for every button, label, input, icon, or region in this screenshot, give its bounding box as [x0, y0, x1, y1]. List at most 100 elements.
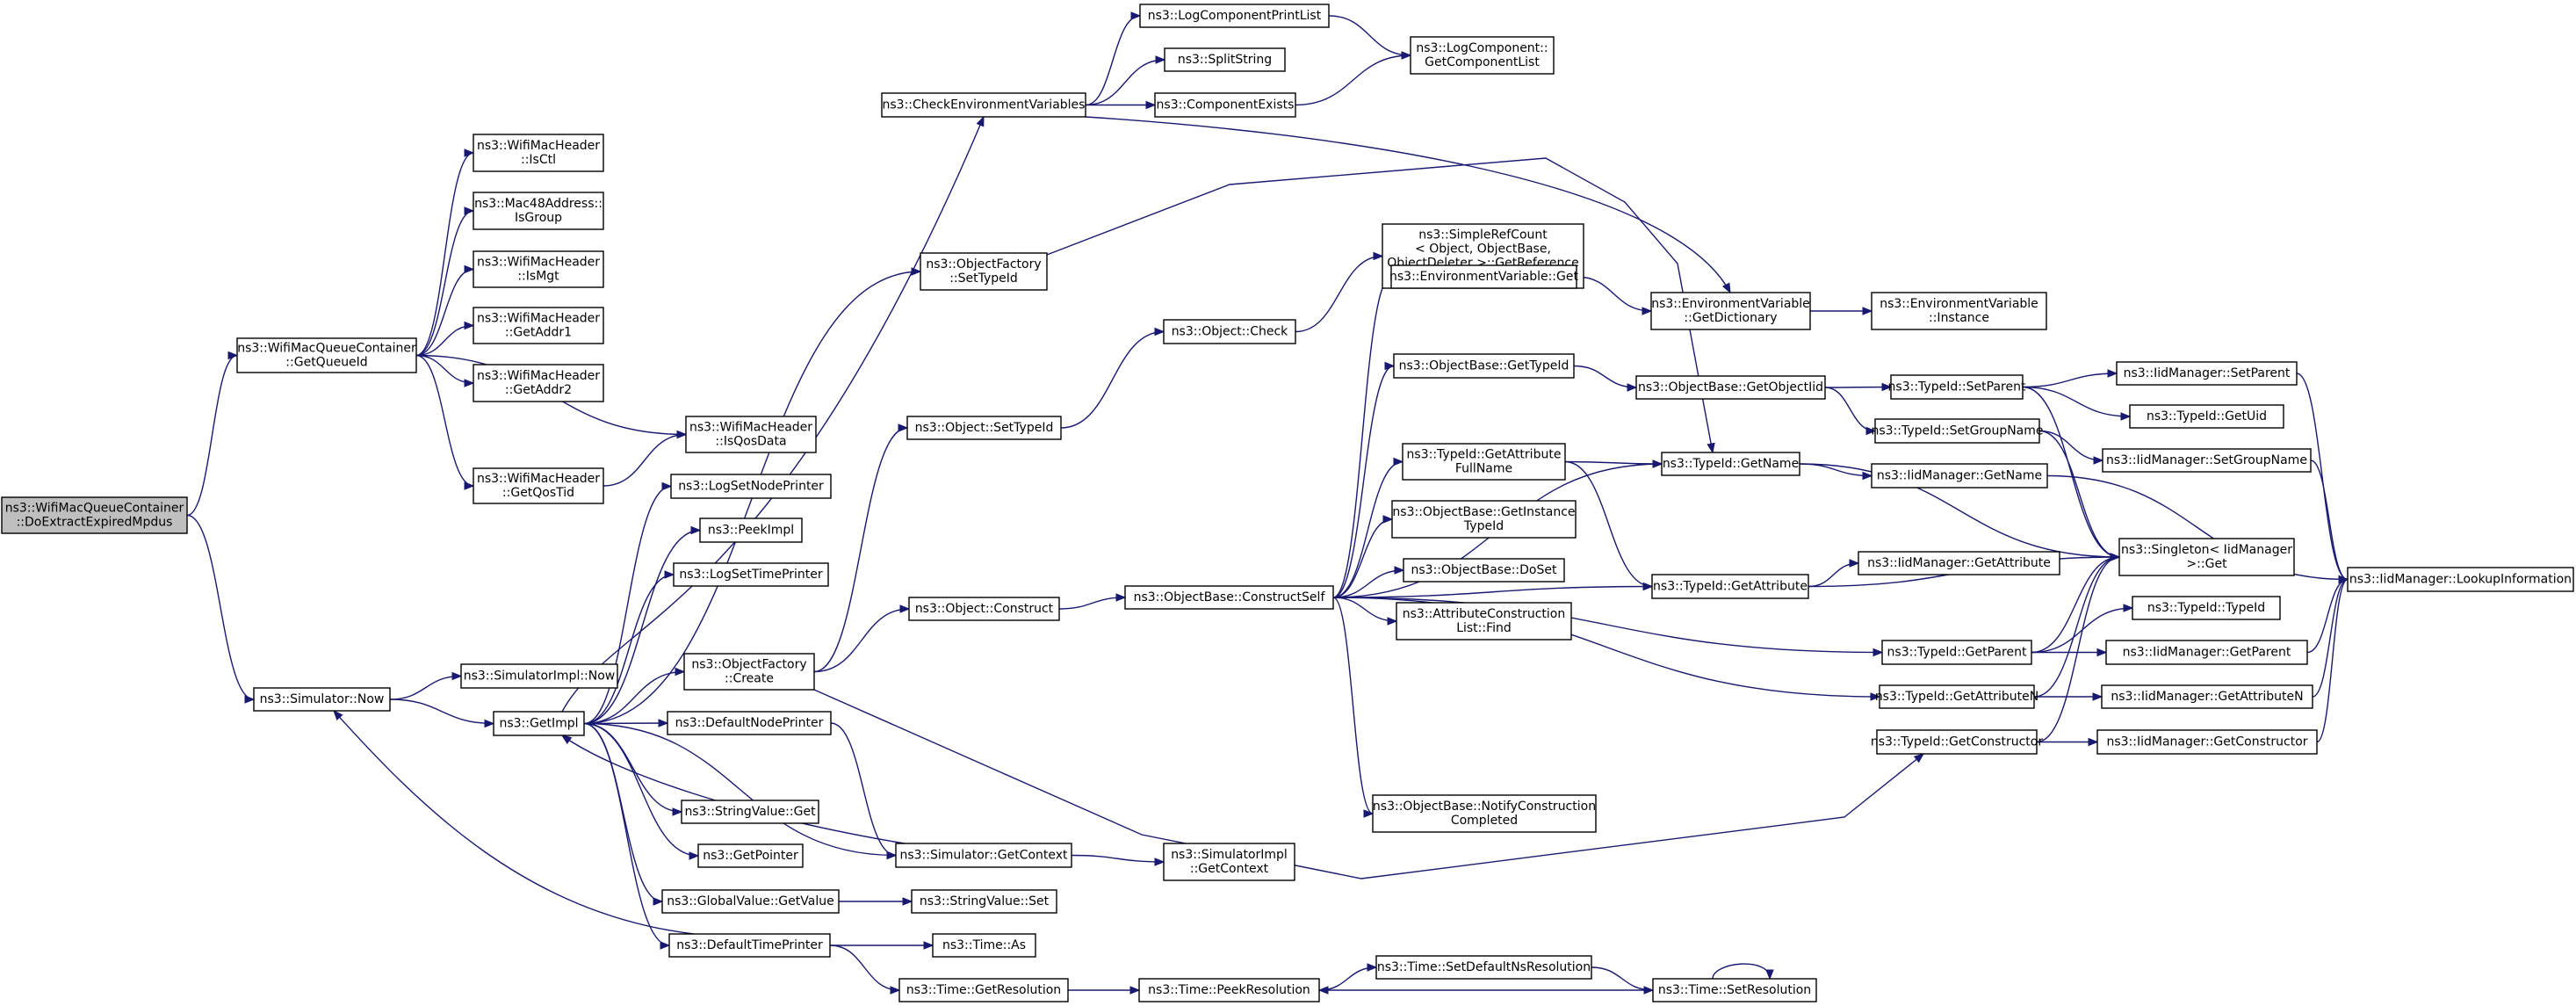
- node-box[interactable]: [253, 687, 391, 712]
- node-box[interactable]: [1403, 558, 1565, 583]
- node-box[interactable]: [685, 416, 817, 453]
- node-box[interactable]: [1871, 463, 2048, 489]
- node-box[interactable]: [1650, 292, 1811, 330]
- graph-node-stringValueSet[interactable]: ns3::StringValue::Set: [911, 889, 1057, 914]
- graph-node-getAddr1[interactable]: ns3::WifiMacHeader::GetAddr1: [473, 307, 604, 344]
- node-box[interactable]: [1124, 585, 1334, 610]
- graph-node-iidGetAttributeN[interactable]: ns3::IidManager::GetAttributeN: [2101, 684, 2313, 709]
- graph-node-isGroup[interactable]: ns3::Mac48Address::IsGroup: [473, 192, 604, 230]
- graph-node-iidGetParent[interactable]: ns3::IidManager::GetParent: [2105, 640, 2308, 665]
- graph-node-getPointer[interactable]: ns3::GetPointer: [697, 843, 804, 868]
- node-box[interactable]: [473, 307, 604, 344]
- graph-node-typeIdGetParent[interactable]: ns3::TypeId::GetParent: [1881, 640, 2032, 665]
- graph-node-typeIdGetName[interactable]: ns3::TypeId::GetName: [1661, 452, 1800, 476]
- graph-node-root[interactable]: ns3::WifiMacQueueContainer::DoExtractExp…: [1, 496, 188, 534]
- node-box[interactable]: [473, 250, 604, 288]
- node-box[interactable]: [667, 711, 832, 735]
- node-box[interactable]: [1890, 374, 2024, 400]
- node-box[interactable]: [2101, 684, 2313, 709]
- graph-node-objBaseConstructSelf[interactable]: ns3::ObjectBase::ConstructSelf: [1124, 585, 1334, 610]
- node-box[interactable]: [473, 192, 604, 230]
- graph-node-objFactorySetTypeId[interactable]: ns3::ObjectFactory::SetTypeId: [920, 252, 1048, 291]
- node-box[interactable]: [895, 843, 1072, 868]
- node-box[interactable]: [1390, 264, 1577, 289]
- node-box[interactable]: [1402, 443, 1566, 481]
- graph-node-isQosData[interactable]: ns3::WifiMacHeader::IsQosData: [685, 416, 817, 453]
- node-box[interactable]: [1138, 978, 1320, 1002]
- graph-node-iidLookupInformation[interactable]: ns3::IidManager::LookupInformation: [2347, 567, 2574, 592]
- graph-node-simImplNow[interactable]: ns3::SimulatorImpl::Now: [460, 663, 618, 689]
- graph-node-objectSetTypeId[interactable]: ns3::Object::SetTypeId: [906, 416, 1062, 440]
- node-box[interactable]: [1, 496, 188, 534]
- graph-node-getAddr2[interactable]: ns3::WifiMacHeader::GetAddr2: [473, 364, 604, 402]
- node-box[interactable]: [1661, 452, 1800, 476]
- graph-node-timeAs[interactable]: ns3::Time::As: [932, 933, 1036, 958]
- graph-node-timePeekResolution[interactable]: ns3::Time::PeekResolution: [1138, 978, 1320, 1002]
- graph-node-objBaseGetTypeId[interactable]: ns3::ObjectBase::GetTypeId: [1393, 353, 1575, 379]
- node-box[interactable]: [1396, 602, 1572, 641]
- node-box[interactable]: [1858, 551, 2060, 575]
- node-box[interactable]: [906, 416, 1062, 440]
- graph-node-typeIdGetConstructor[interactable]: ns3::TypeId::GetConstructor: [1871, 729, 2043, 755]
- graph-node-peekImpl[interactable]: ns3::PeekImpl: [699, 517, 803, 543]
- node-box[interactable]: [881, 92, 1086, 118]
- node-box[interactable]: [1879, 684, 2035, 709]
- graph-node-isCtl[interactable]: ns3::WifiMacHeader::IsCtl: [473, 134, 604, 172]
- node-box[interactable]: [1652, 978, 1817, 1002]
- node-box[interactable]: [1393, 353, 1575, 379]
- graph-node-objBaseGetObjectIid[interactable]: ns3::ObjectBase::GetObjectIid: [1635, 375, 1826, 400]
- graph-node-getImpl[interactable]: ns3::GetImpl: [493, 711, 585, 736]
- node-box[interactable]: [236, 337, 417, 373]
- graph-node-simNow[interactable]: ns3::Simulator::Now: [253, 687, 391, 712]
- node-box[interactable]: [661, 889, 840, 914]
- node-box[interactable]: [493, 711, 585, 736]
- node-box[interactable]: [1163, 843, 1295, 881]
- graph-node-logComponentPrintList[interactable]: ns3::LogComponentPrintList: [1139, 4, 1330, 28]
- node-box[interactable]: [699, 517, 803, 543]
- node-box[interactable]: [473, 467, 604, 504]
- node-box[interactable]: [1635, 375, 1826, 400]
- node-box[interactable]: [673, 562, 829, 587]
- node-box[interactable]: [1375, 955, 1592, 980]
- node-box[interactable]: [2096, 729, 2318, 755]
- graph-node-objBaseDoSet[interactable]: ns3::ObjectBase::DoSet: [1403, 558, 1565, 583]
- graph-node-componentExists[interactable]: ns3::ComponentExists: [1154, 92, 1296, 118]
- graph-node-iidGetName[interactable]: ns3::IidManager::GetName: [1871, 463, 2048, 489]
- graph-node-typeIdSetGroupName[interactable]: ns3::TypeId::SetGroupName: [1871, 418, 2044, 444]
- graph-node-iidGetConstructor[interactable]: ns3::IidManager::GetConstructor: [2096, 729, 2318, 755]
- node-box[interactable]: [920, 252, 1048, 291]
- graph-node-envVarInstance[interactable]: ns3::EnvironmentVariable::Instance: [1871, 292, 2047, 330]
- node-box[interactable]: [1874, 418, 2040, 444]
- node-box[interactable]: [683, 653, 815, 691]
- node-box[interactable]: [670, 474, 832, 499]
- graph-node-isMgt[interactable]: ns3::WifiMacHeader::IsMgt: [473, 250, 604, 288]
- graph-node-objFactoryCreate[interactable]: ns3::ObjectFactory::Create: [683, 653, 815, 691]
- node-box[interactable]: [911, 889, 1057, 914]
- node-box[interactable]: [908, 597, 1060, 621]
- graph-node-typeIdGetUid[interactable]: ns3::TypeId::GetUid: [2129, 404, 2284, 429]
- node-box[interactable]: [697, 843, 804, 868]
- graph-node-objectConstruct[interactable]: ns3::Object::Construct: [908, 597, 1060, 621]
- graph-node-getQueueId[interactable]: ns3::WifiMacQueueContainer::GetQueueId: [236, 337, 417, 373]
- node-box[interactable]: [1163, 319, 1296, 344]
- node-box[interactable]: [2105, 640, 2308, 665]
- node-box[interactable]: [1391, 500, 1577, 539]
- node-box[interactable]: [668, 933, 831, 958]
- graph-node-timeSetResolution[interactable]: ns3::Time::SetResolution: [1652, 978, 1817, 1002]
- node-box[interactable]: [1164, 47, 1286, 72]
- node-box[interactable]: [1881, 640, 2032, 665]
- graph-node-typeIdSetParent[interactable]: ns3::TypeId::SetParent: [1888, 374, 2026, 400]
- node-box[interactable]: [2102, 448, 2312, 473]
- graph-node-logSetTimePrinter[interactable]: ns3::LogSetTimePrinter: [673, 562, 829, 587]
- graph-node-defaultTimePrinter[interactable]: ns3::DefaultTimePrinter: [668, 933, 831, 958]
- node-box[interactable]: [2347, 567, 2574, 592]
- graph-node-iidGetAttribute[interactable]: ns3::IidManager::GetAttribute: [1858, 551, 2060, 575]
- graph-node-envVarGetDictionary[interactable]: ns3::EnvironmentVariable::GetDictionary: [1650, 292, 1811, 330]
- graph-node-envVarGet[interactable]: ns3::EnvironmentVariable::Get: [1389, 264, 1578, 289]
- graph-node-timeGetResolution[interactable]: ns3::Time::GetResolution: [898, 978, 1069, 1002]
- graph-node-logComponentGetList[interactable]: ns3::LogComponent::GetComponentList: [1410, 36, 1555, 75]
- graph-node-singletonGet[interactable]: ns3::Singleton< IidManager >::Get: [2118, 538, 2295, 576]
- node-box[interactable]: [460, 663, 618, 689]
